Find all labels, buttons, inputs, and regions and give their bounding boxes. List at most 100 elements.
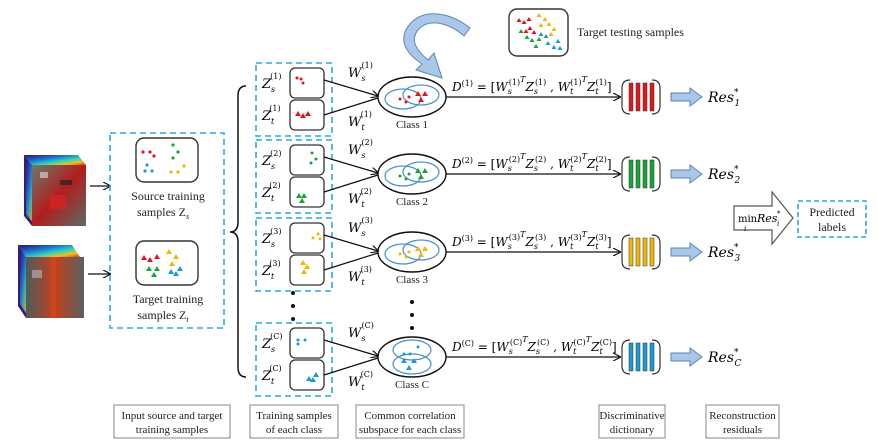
common-subspace-ellipse	[377, 231, 447, 273]
discriminative-dictionary	[621, 234, 661, 270]
dictionary-formula: D(1) = [Ws(1)TZs(1) , Wt(1)TZt(1)]	[451, 75, 612, 96]
dictionary-atom	[635, 342, 641, 372]
dictionary-bracket-right	[651, 156, 661, 192]
sample-dot	[301, 81, 305, 85]
wt-projection-arrow	[323, 174, 379, 193]
sample-triangle	[300, 113, 306, 118]
predicted-labels-box	[797, 200, 867, 238]
stage-caption-line1: Reconstruction	[709, 410, 776, 422]
dictionary-bracket-right	[651, 79, 661, 115]
sample-dot	[318, 237, 322, 241]
zs-samples-box	[289, 67, 325, 99]
wt-label: Wt(3)	[348, 265, 372, 287]
zt-label: Zt(2)	[261, 181, 281, 203]
dictionary-atom	[628, 237, 634, 267]
stage-caption-line1: Training samples	[256, 410, 332, 422]
sample-triangle	[422, 168, 428, 173]
target-samples-box	[135, 240, 199, 286]
sample-triangle	[304, 264, 310, 269]
stage-caption-box	[598, 404, 666, 439]
residual-label: Res*1	[707, 88, 740, 109]
stage-caption: Common correlation subspace for each clas…	[355, 404, 465, 439]
stage-caption-box	[705, 404, 780, 439]
sample-dot	[295, 76, 299, 80]
sample-dot	[311, 236, 315, 240]
zs-label: Zs(3)	[261, 227, 282, 249]
dictionary-atom	[649, 159, 655, 189]
stage-caption-line1: Discriminative	[599, 410, 664, 422]
sample-dot	[404, 177, 408, 181]
min-res-label: Res	[756, 212, 778, 225]
dictionary-atom	[642, 82, 648, 112]
target-testing-triangles	[516, 13, 563, 50]
target-sample-triangles	[141, 249, 183, 277]
sample-triangle	[296, 193, 302, 198]
sample-dot	[303, 338, 307, 342]
sample-dot	[402, 352, 406, 356]
zs-label: Zs(C)	[261, 332, 283, 354]
target-subspace-ellipse	[402, 239, 440, 261]
stage-caption-line2: of each class	[266, 424, 322, 436]
class-rows: Zs(1)Zt(1)Ws(1)Wt(1)Class 1D(1) = [Ws(1)…	[255, 61, 742, 397]
class-row-c: Zs(C)Zt(C)Ws(C)Wt(C)Class CD(C) = [Ws(C)…	[255, 321, 742, 397]
target-subspace-ellipse	[402, 161, 440, 183]
sample-dot	[296, 342, 300, 346]
wt-projection-arrow	[323, 97, 379, 116]
min-res-sup: *	[777, 210, 781, 218]
sample-dot	[309, 161, 313, 165]
zt-label: Zt(3)	[261, 259, 281, 281]
stage-caption-line1: Input source and target	[122, 410, 223, 422]
common-subspace-ellipse	[377, 336, 447, 378]
dictionary-atom	[649, 342, 655, 372]
common-subspace-ellipse	[377, 153, 447, 195]
dictionary-formula: D(2) = [Ws(2)TZs(2) , Wt(2)TZt(2)]	[451, 152, 612, 173]
ws-label: Ws(2)	[348, 138, 373, 160]
sample-dot	[404, 255, 408, 259]
sample-triangle	[401, 358, 407, 363]
sample-dot	[314, 157, 318, 161]
class-training-group	[255, 217, 333, 292]
dictionary-bracket-left	[621, 79, 631, 115]
source-samples-box	[135, 137, 199, 183]
target-label-line2: samples Zt	[137, 308, 189, 324]
sample-triangle	[415, 168, 421, 173]
ellipsis-subspace	[410, 300, 414, 330]
dictionary-bracket-right	[651, 234, 661, 270]
discriminative-dictionary	[621, 156, 661, 192]
zt-label: Zt(1)	[261, 104, 281, 126]
dictionary-bracket-right	[651, 339, 661, 375]
zt-label: Zt(C)	[261, 364, 282, 386]
sample-triangle	[422, 91, 428, 96]
wt-projection-arrow	[323, 357, 379, 376]
sample-dot	[398, 174, 402, 178]
sample-dot	[407, 172, 411, 176]
class-training-group	[255, 62, 333, 137]
wt-label: Wt(C)	[348, 370, 373, 392]
sample-dot	[407, 95, 411, 99]
dictionary-bracket-left	[621, 339, 631, 375]
sample-dot	[407, 250, 411, 254]
sample-triangle	[300, 260, 306, 265]
stage-caption-line1: Common correlation	[364, 410, 456, 422]
class-label: Class 1	[396, 119, 428, 131]
stage-caption-box	[355, 404, 465, 439]
ws-projection-arrow	[323, 79, 378, 96]
zt-samples-box	[289, 359, 325, 391]
min-subscript: i	[744, 225, 746, 233]
sample-triangle	[415, 91, 421, 96]
stage-caption-line2: dictionary	[610, 424, 655, 436]
dictionary-atom	[642, 342, 648, 372]
zs-label: Zs(1)	[261, 72, 282, 94]
zt-samples-box	[289, 254, 325, 286]
class-row-1: Zs(1)Zt(1)Ws(1)Wt(1)Class 1D(1) = [Ws(1)…	[255, 61, 740, 137]
dictionary-bracket-left	[621, 156, 631, 192]
sample-triangle	[299, 198, 305, 203]
min-residual-arrow	[733, 190, 794, 246]
stage-caption-box	[113, 404, 231, 439]
class-split-brace	[229, 85, 247, 378]
sample-dot	[316, 232, 320, 236]
stage-caption-line2: subspace for each class	[359, 424, 461, 436]
sample-triangle	[310, 377, 316, 382]
